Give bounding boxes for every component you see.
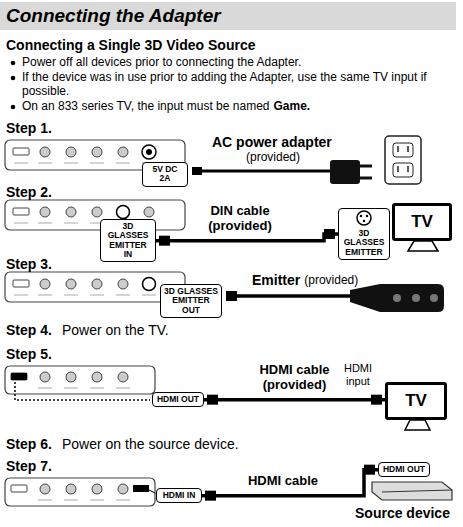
hdmi-port <box>11 373 27 380</box>
bullet-dot <box>11 61 16 66</box>
node-text: TV <box>405 392 427 411</box>
pin <box>366 215 368 217</box>
dotted-leader <box>15 382 150 400</box>
emitter-lens <box>393 294 401 302</box>
outlet-slot <box>407 146 409 152</box>
title-band: Connecting the Adapter <box>0 2 456 30</box>
outlet-socket <box>393 163 413 177</box>
tv-emitter-port: 3D GLASSES EMITTER <box>338 208 390 260</box>
tv-stand <box>408 241 438 251</box>
emitter-cable <box>226 294 350 298</box>
outlet-slot <box>397 166 399 172</box>
prong <box>360 177 372 180</box>
cable <box>204 398 385 402</box>
wall-outlet <box>385 136 421 184</box>
bullet-dot <box>11 76 16 81</box>
cable-plug <box>371 395 382 405</box>
tv-din-port <box>357 211 371 225</box>
cable-label: HDMI cable (provided) <box>255 363 335 393</box>
step-label: Step 4. <box>6 322 52 338</box>
bullet-text: If the device was in use prior to adding… <box>22 71 457 99</box>
bullet-text-bold: Game. <box>274 100 311 114</box>
cable-plug <box>364 465 375 475</box>
outlet-socket <box>393 143 413 157</box>
emitter-port <box>143 278 156 291</box>
title: Connecting the Adapter <box>0 2 456 30</box>
adapter-drawing <box>5 478 155 506</box>
cable-group <box>204 395 385 405</box>
part-note: (provided) <box>246 151 300 165</box>
adapter-drawing <box>5 366 155 394</box>
cable <box>202 470 378 496</box>
power-adapter-brick <box>330 160 360 184</box>
part-name: Source device <box>355 505 450 521</box>
step-label: Step 7. <box>6 458 52 474</box>
emitter-lens <box>412 294 420 302</box>
node-text: TV <box>411 213 433 232</box>
source-device-edge <box>382 490 452 492</box>
part-name: Emitter <box>252 272 300 288</box>
bullet-dot <box>11 105 16 110</box>
adapter-drawing <box>5 272 185 302</box>
power-port-pin <box>146 149 152 155</box>
step-label: Step 5. <box>6 346 52 362</box>
cable-label: DIN cable (provided) <box>200 204 280 234</box>
node-text: 3D GLASSES EMITTER <box>342 229 386 257</box>
step-text: Power on the TV. <box>62 322 169 338</box>
cable <box>156 234 338 241</box>
power-cord <box>192 170 330 173</box>
pin <box>360 215 362 217</box>
cable-plug <box>205 491 216 501</box>
emitter-lens <box>430 294 438 302</box>
cable-plug <box>324 229 335 239</box>
node-text: HDMI OUT <box>382 465 426 474</box>
port-callout: HDMI OUT <box>378 462 430 477</box>
cable-plug <box>207 395 218 405</box>
node-text: 5V DC 2A <box>146 165 184 184</box>
node-text: HDMI OUT <box>156 395 200 404</box>
pin <box>363 220 365 222</box>
part-name: AC power adapter <box>212 134 332 150</box>
outlet-slot <box>397 146 399 152</box>
tv-screen: TV <box>392 203 452 241</box>
din-port <box>117 206 130 219</box>
subheading: Connecting a Single 3D Video Source <box>6 37 255 53</box>
port-callout: 3D GLASSES EMITTER OUT <box>160 284 222 318</box>
node-text: 3D GLASSES EMITTER OUT <box>164 287 218 315</box>
adapter-drawing <box>5 200 185 230</box>
step-label: Step 2. <box>6 184 52 200</box>
source-device-drawing <box>372 482 452 500</box>
emitter-plug <box>226 291 237 301</box>
power-port <box>142 145 156 159</box>
power-plug <box>192 167 202 175</box>
outlet-slot <box>407 166 409 172</box>
cable-plug <box>159 236 170 246</box>
step-label: Step 3. <box>6 256 52 272</box>
cable-group <box>202 465 378 501</box>
step-text: Power on the source device. <box>62 436 239 452</box>
port-callout: 3D GLASSES EMITTER IN <box>100 219 156 262</box>
tv-stand <box>405 420 430 430</box>
hdmi-port <box>133 485 149 492</box>
port-callout: HDMI OUT <box>152 392 204 407</box>
bullet-text: On an 833 series TV, the input must be n… <box>22 100 270 114</box>
node-text: 3D GLASSES EMITTER IN <box>104 222 152 259</box>
tv-screen: TV <box>385 382 447 420</box>
port-callout: HDMI IN <box>156 488 202 503</box>
emitter-device <box>350 284 444 312</box>
step-label: Step 1. <box>6 120 52 136</box>
port-callout: 5V DC 2A <box>142 162 188 187</box>
port-name: HDMI input <box>336 362 380 387</box>
step-label: Step 6. <box>6 436 52 452</box>
leader-line <box>149 490 155 493</box>
part-note: (provided) <box>304 274 358 288</box>
node-text: HDMI IN <box>160 491 198 500</box>
cable-label: HDMI cable <box>243 474 323 489</box>
prong <box>360 165 372 168</box>
bullet-text: Power off all devices prior to connectin… <box>22 56 457 70</box>
